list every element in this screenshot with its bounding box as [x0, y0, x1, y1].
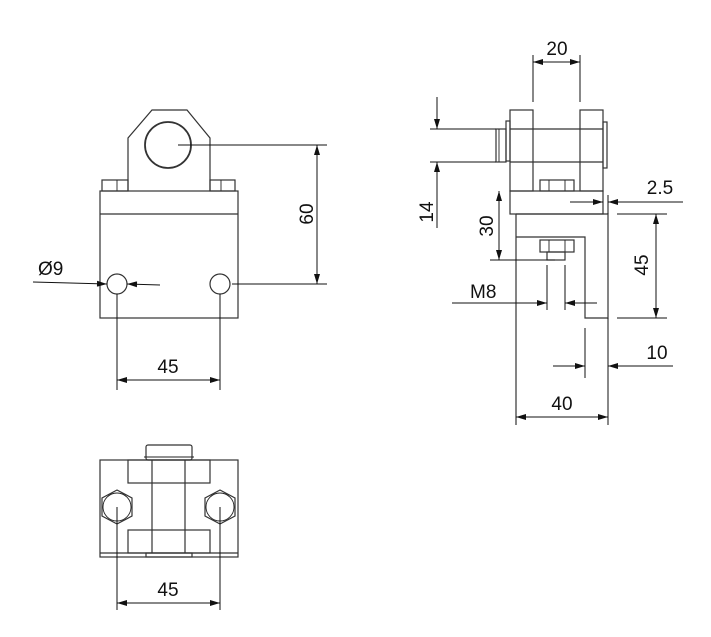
dim-45-bottom-label: 45	[157, 580, 178, 601]
dim-40-label: 40	[551, 394, 572, 415]
dim-diameter-label: Ø9	[38, 259, 63, 280]
mount-hole-right	[209, 273, 231, 295]
clevis-tab	[127, 109, 211, 191]
nut-upper	[539, 179, 575, 192]
bracket	[515, 213, 609, 425]
body	[99, 190, 239, 319]
front-view: 60 Ø9 45	[32, 109, 327, 390]
dim-2-5-label: 2.5	[647, 178, 673, 199]
dim-14-label: 14	[417, 201, 438, 223]
dim-30-label: 30	[477, 215, 498, 236]
dim-20-label: 20	[546, 39, 567, 60]
pin	[495, 128, 507, 163]
dim-10-label: 10	[646, 343, 667, 364]
nut-right	[209, 179, 236, 192]
nut-lower	[539, 239, 575, 253]
side-view: 20 14 30 2.5 45 M8 10 40	[417, 39, 683, 425]
nut-left	[101, 179, 129, 192]
dim-m8-label: M8	[470, 282, 496, 303]
dim-45-side-label: 45	[632, 254, 653, 275]
dim-45-front-label: 45	[157, 357, 178, 378]
mount-hole-left	[106, 273, 128, 295]
body-bottom	[99, 459, 239, 558]
bottom-view: 45	[99, 444, 239, 610]
dim-60-label: 60	[297, 203, 318, 224]
